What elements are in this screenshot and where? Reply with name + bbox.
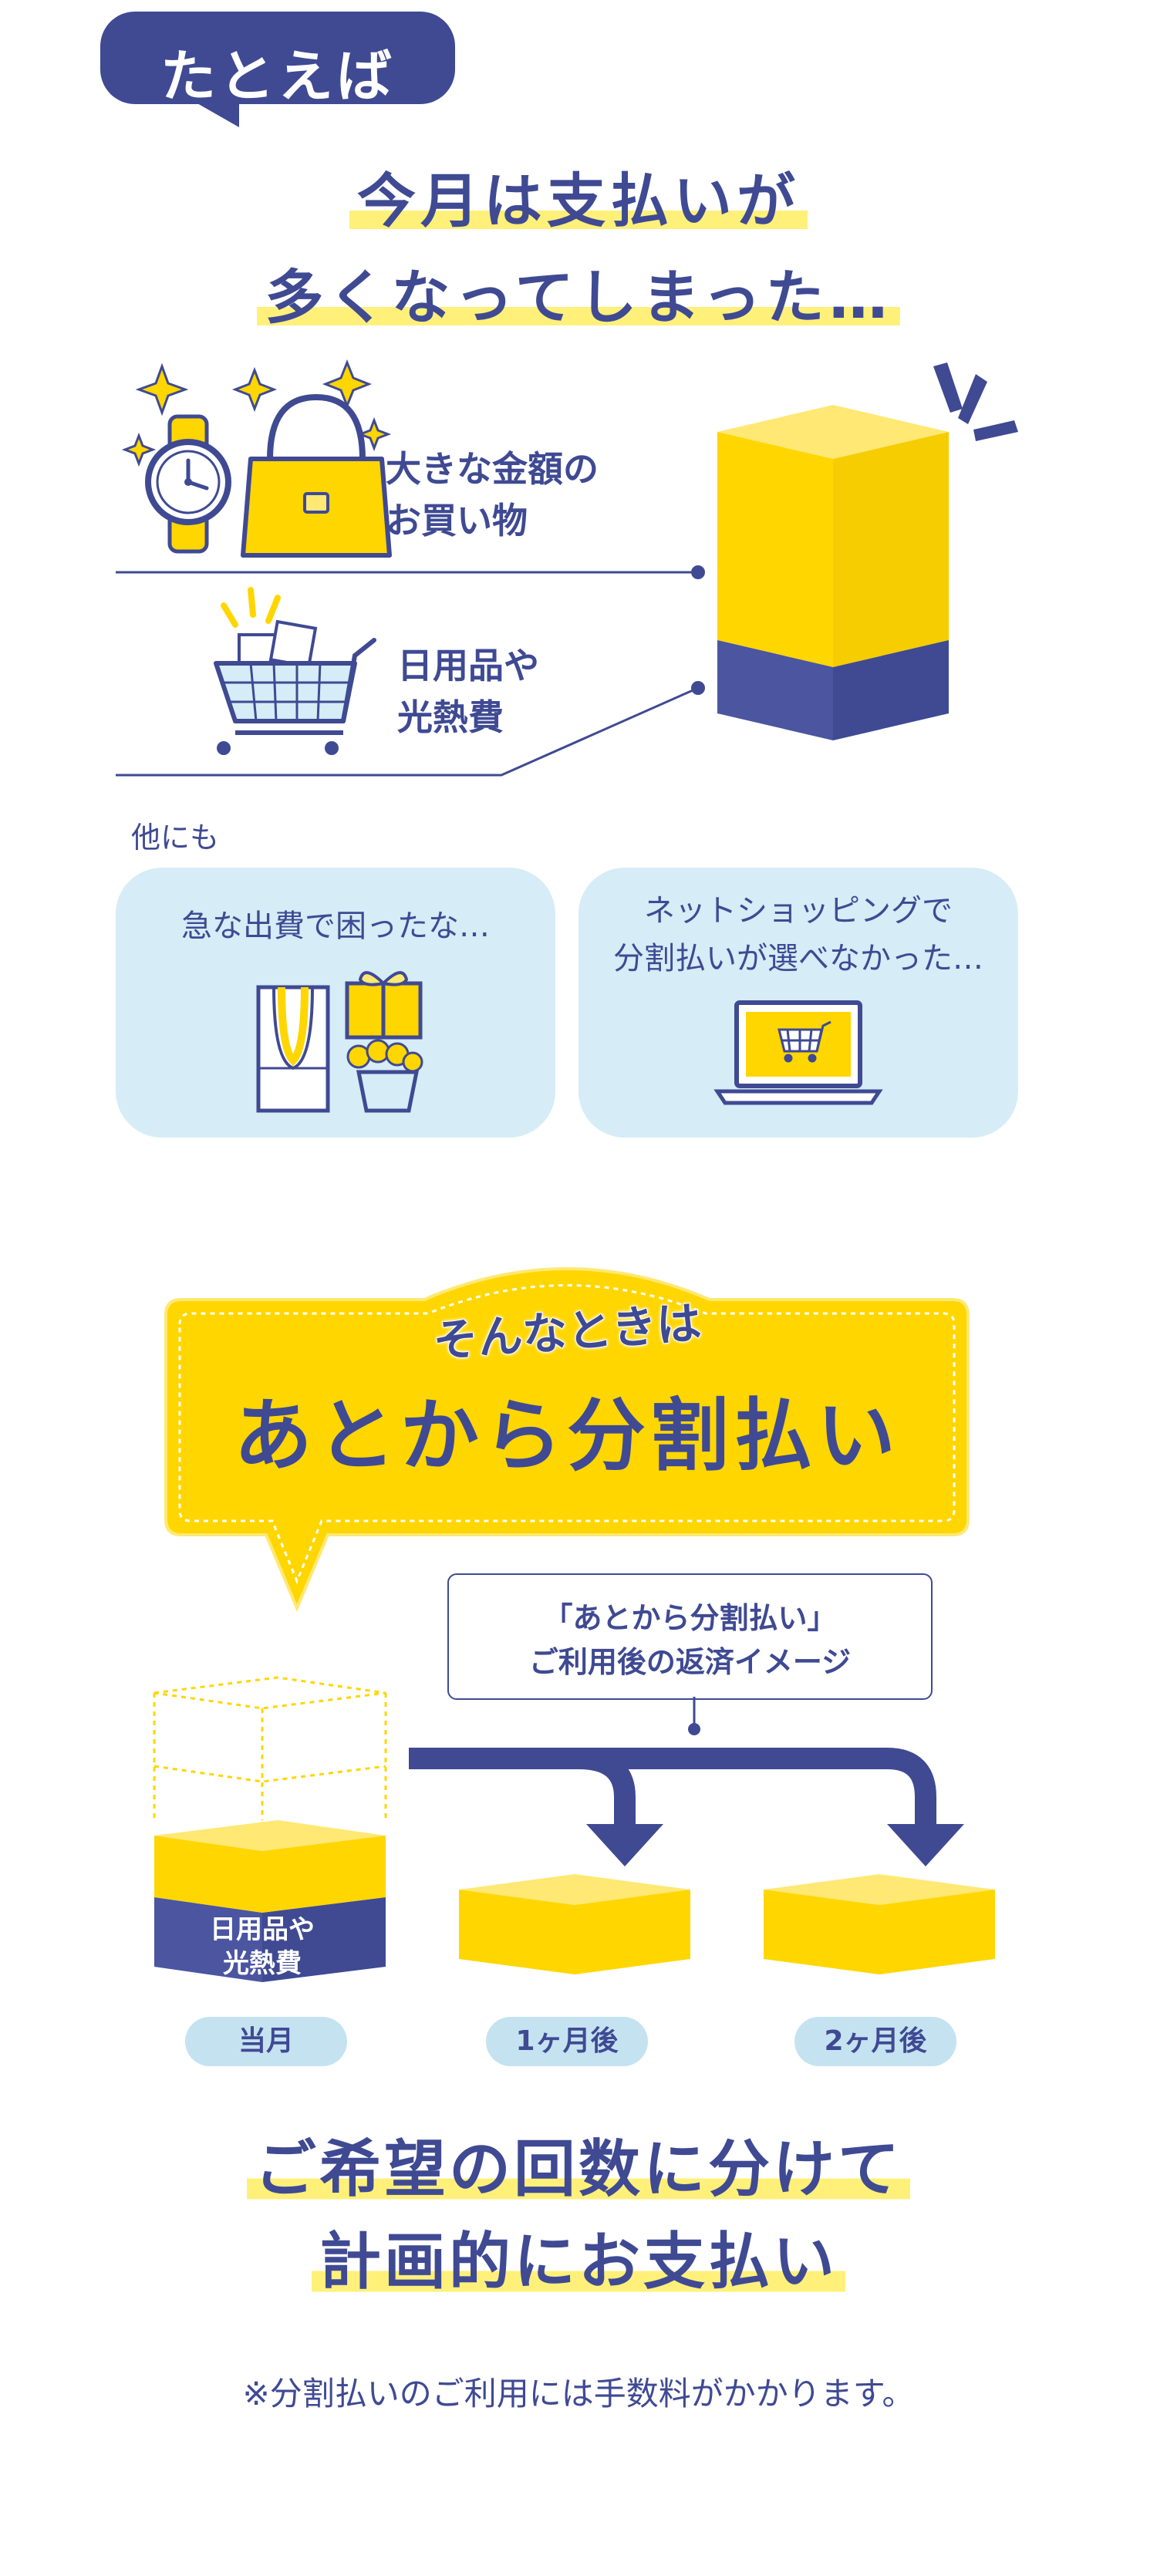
footnote: ※分割払いのご利用には手数料がかかります。	[242, 2375, 915, 2412]
box-label-daily-goods: 日用品や 光熱費	[210, 1914, 315, 1980]
speech-badge	[100, 12, 455, 127]
item-big-purchase-label: 大きな金額の お買い物	[386, 448, 599, 541]
image-note-box: 「あとから分割払い」 ご利用後の返済イメージ	[447, 1573, 933, 1700]
others-heading: 他にも	[131, 821, 220, 855]
image-note-line2: ご利用後の返済イメージ	[528, 1645, 852, 1679]
card-online-shopping-text: ネットショッピングで 分割払いが選べなかった…	[613, 893, 983, 976]
solution-banner	[164, 1267, 970, 1613]
card-sudden-expense-text: 急な出費で困ったな…	[181, 909, 490, 944]
watch-and-bag-icon	[121, 359, 392, 558]
image-note-line1: 「あとから分割払い」	[543, 1601, 837, 1635]
pill-month-1: 1ヶ月後	[486, 2017, 648, 2066]
badge-text: たとえば	[160, 44, 395, 109]
pill-month-2: 2ヶ月後	[794, 2017, 956, 2066]
repayment-diagram	[153, 1676, 995, 1982]
pill-this-month: 当月	[185, 2017, 347, 2066]
shopping-cart-icon	[214, 587, 376, 755]
banner-title: あとから分割払い	[234, 1391, 900, 1482]
card-sudden-expense: 急な出費で困ったな…	[116, 868, 555, 1138]
headline-line2: 多くなってしまった…	[257, 262, 900, 333]
expense-box-graphic	[116, 362, 1018, 777]
closing-line1-wrap: ご希望の回数に分けて	[0, 2133, 1157, 2207]
closing-line1: ご希望の回数に分けて	[247, 2133, 910, 2207]
card-online-shopping: ネットショッピングで 分割払いが選べなかった…	[578, 868, 1018, 1138]
headline-line2-wrap: 多くなってしまった…	[0, 262, 1157, 333]
item-daily-goods-label: 日用品や 光熱費	[397, 645, 539, 738]
headline-line1-wrap: 今月は支払いが	[0, 166, 1157, 237]
headline-line1: 今月は支払いが	[349, 166, 808, 237]
laptop-cart-icon	[713, 1000, 883, 1105]
closing-line2: 計画的にお支払い	[312, 2225, 845, 2299]
closing-line2-wrap: 計画的にお支払い	[0, 2225, 1157, 2299]
gift-and-flowers-icon	[256, 971, 423, 1113]
